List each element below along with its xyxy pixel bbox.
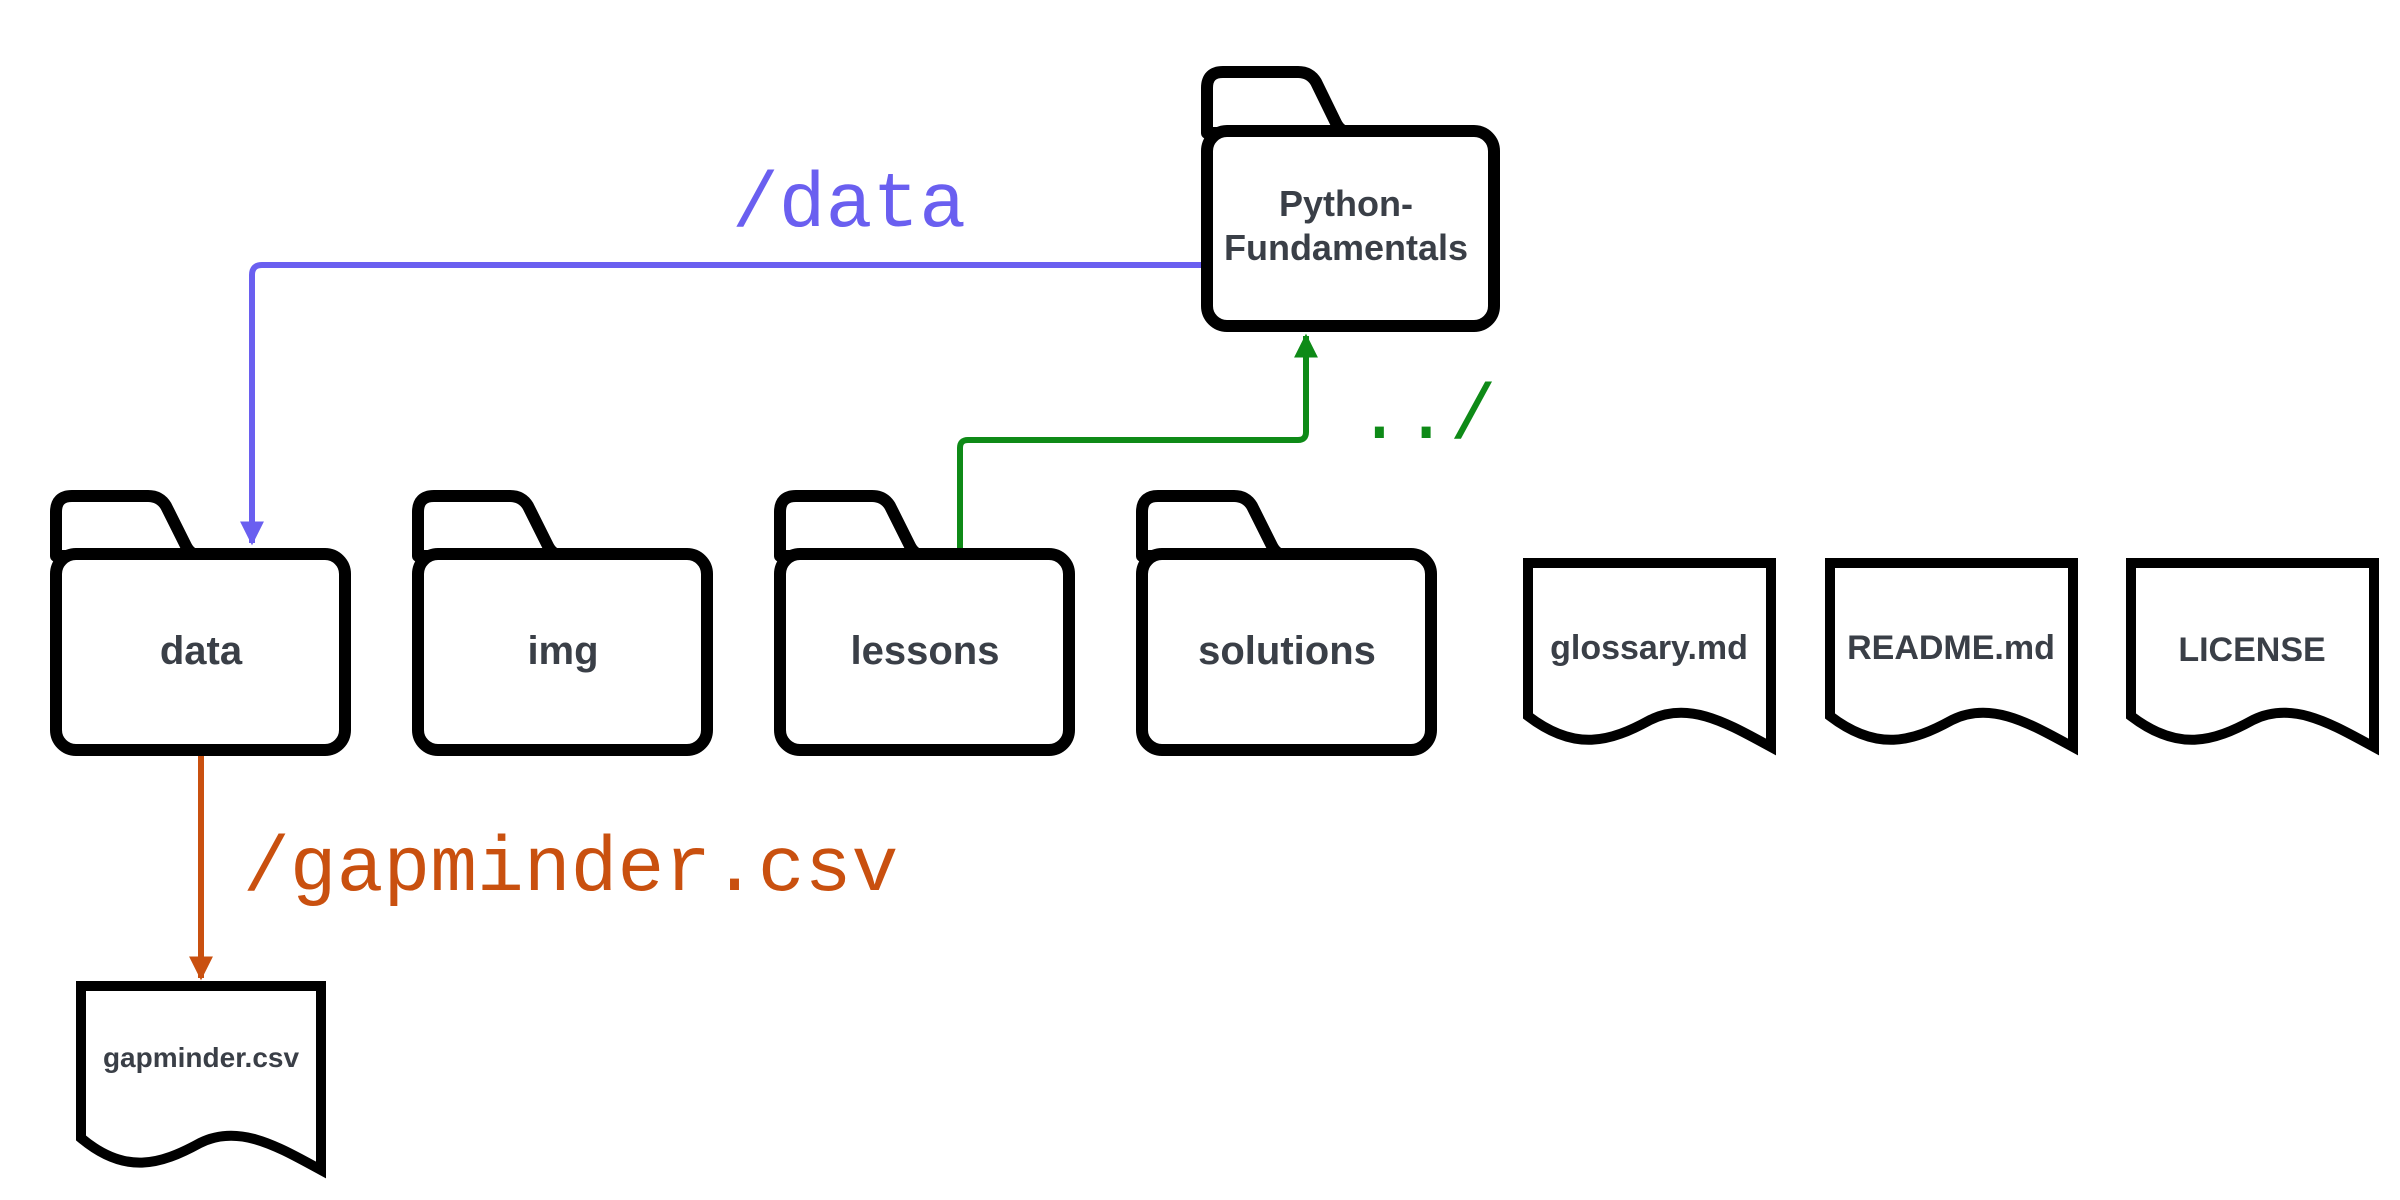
path-label-gapminder: /gapminder.csv (243, 826, 898, 914)
folder-img[interactable]: img (412, 490, 713, 756)
connector-root-to-data (240, 262, 1205, 546)
file-glossary[interactable]: glossary.md (1523, 558, 1776, 756)
folder-data[interactable]: data (50, 490, 351, 756)
folder-label-lessons: lessons (851, 629, 1000, 673)
folder-solutions[interactable]: solutions (1136, 490, 1437, 756)
file-gapminder[interactable]: gapminder.csv (76, 981, 326, 1179)
file-label-readme: README.md (1847, 629, 2055, 667)
file-icon (1523, 558, 1776, 756)
folder-icon (50, 490, 351, 756)
path-label-data: /data (732, 162, 966, 250)
file-icon (1825, 558, 2078, 756)
file-label-license: LICENSE (2178, 631, 2325, 669)
folder-label-img: img (527, 629, 598, 673)
file-label-gapminder: gapminder.csv (103, 1042, 300, 1073)
folder-label-solutions: solutions (1198, 629, 1376, 673)
folder-label-python-fundamentals-line2: Fundamentals (1224, 227, 1468, 268)
file-icon (2126, 558, 2379, 756)
folder-label-data: data (160, 629, 243, 673)
file-icon (76, 981, 326, 1179)
folder-lessons[interactable]: lessons (774, 490, 1075, 756)
file-license[interactable]: LICENSE (2126, 558, 2379, 756)
file-readme[interactable]: README.md (1825, 558, 2078, 756)
path-label-parent: ../ (1356, 374, 1496, 462)
folder-icon (774, 490, 1075, 756)
folder-icon (412, 490, 713, 756)
file-label-glossary: glossary.md (1550, 629, 1748, 667)
folder-icon (1136, 490, 1437, 756)
folder-label-python-fundamentals-line1: Python- (1279, 183, 1413, 224)
connector-lessons-to-root (957, 333, 1318, 548)
folder-python-fundamentals[interactable]: Python- Fundamentals (1201, 66, 1500, 332)
folder-icon (1201, 66, 1500, 332)
